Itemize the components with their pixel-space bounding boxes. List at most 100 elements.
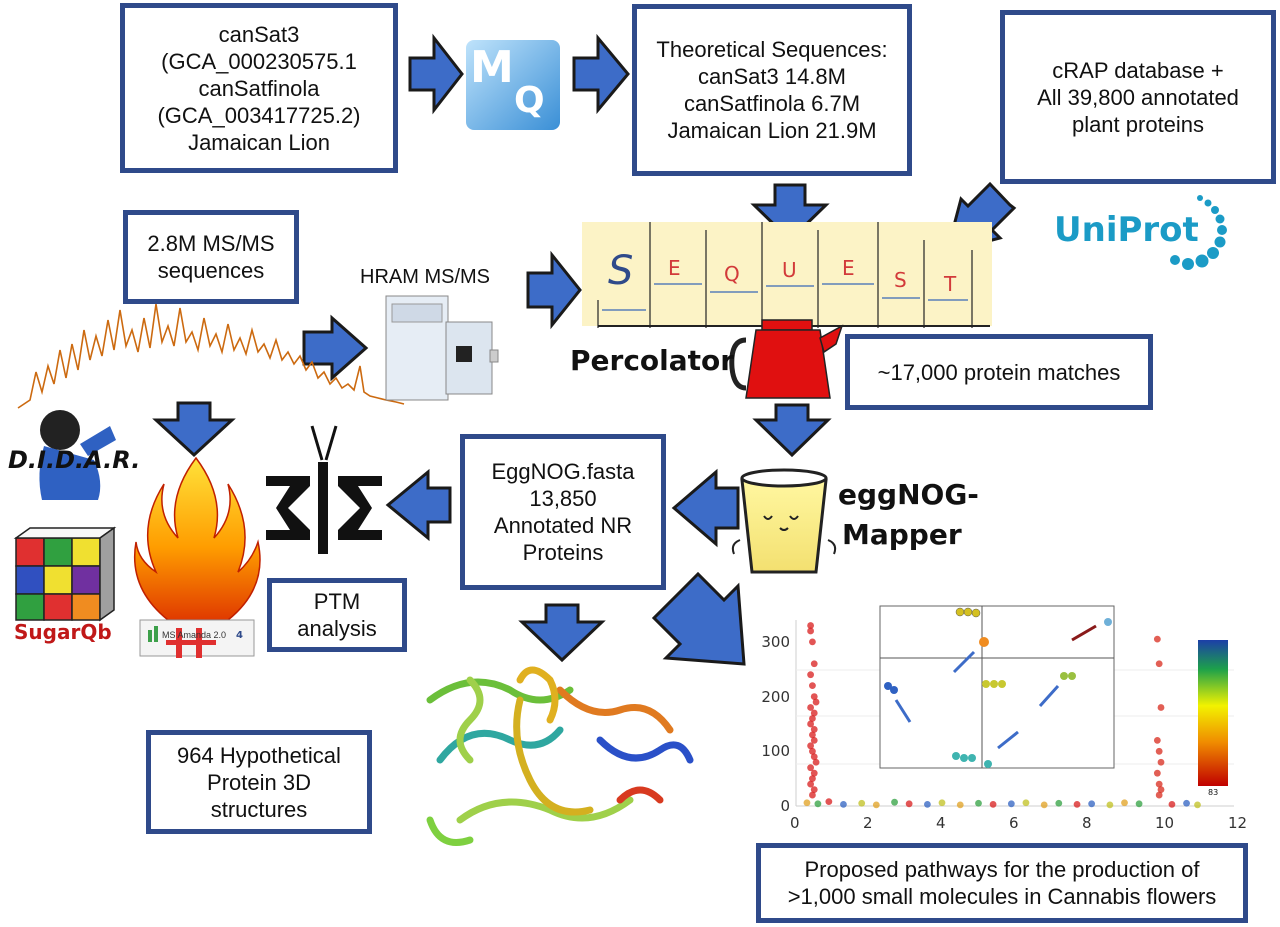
sequest-logo [582, 222, 992, 328]
x-tick-label: 4 [936, 814, 946, 832]
sequest-letter: T [944, 272, 957, 296]
sequest-letter: E [668, 256, 681, 280]
ms-amanda-logo [139, 619, 255, 658]
theoretical-line: Jamaican Lion 21.9M [667, 118, 877, 143]
x-tick-label: 2 [863, 814, 873, 832]
eggnog-line: 13,850 [529, 486, 597, 511]
scatter-point [1040, 801, 1048, 809]
uniprot-logo-text: UniProt [1054, 210, 1199, 250]
genome-line: canSatfinola [198, 75, 320, 101]
colorbar-label: 83 [1208, 788, 1219, 797]
eggnog-line: EggNOG.fasta [491, 459, 635, 484]
hypothetical-line: Protein 3D [207, 769, 311, 795]
arrow-spectrum-to-didar [152, 401, 236, 458]
eggnog-line: Annotated NR [493, 513, 633, 538]
scatter-point [924, 800, 931, 808]
sequest-letter: S [894, 268, 907, 292]
eggnog-mapper-label-2: Mapper [842, 518, 962, 551]
arrow-eggnog-to-ms [385, 468, 452, 542]
arrow-mq-to-theoretical [572, 33, 630, 115]
scatter-point [810, 736, 818, 744]
scatter-point [809, 638, 816, 646]
ptm-analysis-box: PTM analysis [267, 578, 407, 652]
scatter-point [825, 798, 833, 806]
arrow-spectrum-to-hram [302, 314, 369, 382]
scatter-point [1153, 736, 1161, 744]
arrow-percolator-down [752, 403, 832, 458]
scatter-point [1073, 800, 1081, 808]
scatter-point [807, 671, 814, 679]
genome-box: canSat3 (GCA_000230575.1 canSatfinola (G… [120, 3, 398, 173]
scatter-point [1135, 800, 1143, 808]
scatter-point [1155, 660, 1163, 668]
theoretical-line: canSat3 14.8M [698, 64, 846, 89]
pathways-line: >1,000 small molecules in Cannabis flowe… [787, 884, 1217, 909]
scatter-point [1153, 635, 1161, 643]
eggnog-mapper-label-1: eggNOG- [838, 478, 979, 511]
pathways-line: Proposed pathways for the production of [804, 857, 1200, 882]
maxquant-logo-m: M [470, 42, 514, 93]
scatter-point [858, 799, 866, 807]
sequest-letter: Q [724, 262, 740, 286]
proposed-pathways-box: Proposed pathways for the production of … [756, 843, 1248, 923]
scatter-points [803, 622, 1201, 809]
scatter-point [1022, 799, 1030, 807]
scatter-point [809, 775, 816, 783]
scatter-point [810, 769, 818, 777]
eggnog-cup [731, 468, 837, 574]
scatter-point [872, 801, 880, 809]
didar-figure [39, 410, 116, 500]
scatter-point [809, 791, 816, 799]
ms-spectrum-trace [17, 303, 405, 409]
ms-amanda-version: 4 [236, 630, 243, 641]
colorbar [1198, 640, 1228, 786]
crap-database-box: cRAP database + All 39,800 annotated pla… [1000, 10, 1276, 184]
scatter-point [812, 698, 820, 706]
scatter-point [814, 800, 822, 808]
didar-label: D.I.D.A.R. [8, 446, 141, 474]
scatter-point [1007, 800, 1015, 808]
scatter-point [1106, 801, 1114, 809]
scatter-point [1157, 704, 1165, 711]
msms-sequences-box: 2.8M MS/MS sequences [123, 210, 299, 304]
scatter-point [989, 800, 997, 808]
ms-amanda-label: MS Amanda 2.0 [162, 630, 227, 640]
arrow-eggnog-to-structure [518, 603, 606, 663]
scatter-point [1157, 786, 1165, 793]
scatter-point [1168, 800, 1176, 808]
sequest-letter: S [608, 248, 634, 294]
scatter-point [807, 780, 814, 788]
hypothetical-line: 964 Hypothetical [177, 742, 341, 768]
scatter-point [891, 798, 898, 806]
scatter-point [803, 799, 811, 807]
hypothetical-structures-box: 964 Hypothetical Protein 3D structures [146, 730, 372, 834]
scatter-point [812, 758, 820, 766]
crap-line: cRAP database + [1052, 57, 1224, 83]
sugarqb-label: SugarQb [14, 620, 112, 644]
theoretical-line: Theoretical Sequences: [656, 37, 888, 62]
y-tick-label: 200 [761, 687, 790, 706]
ptm-line: PTM [313, 589, 361, 614]
sequest-letter: E [842, 256, 855, 280]
x-tick-label: 12 [1228, 814, 1248, 832]
scatter-point [1155, 780, 1163, 788]
scatter-point [807, 764, 814, 772]
genome-line: Jamaican Lion [188, 129, 330, 155]
arrow-mapper-to-eggnog [671, 468, 740, 548]
scatter-inset [879, 605, 1115, 769]
maxquant-logo-q: Q [514, 80, 545, 121]
scatter-point [1055, 799, 1063, 807]
scatter-point [809, 731, 816, 739]
scatter-point [1155, 747, 1163, 755]
percolator-label: Percolator [570, 344, 735, 377]
scatter-point [975, 799, 982, 807]
y-tick-label: 300 [761, 632, 790, 651]
scatter-point [810, 753, 818, 761]
scatter-point [810, 786, 818, 793]
theoretical-line: canSatfinola 6.7M [683, 91, 861, 116]
protein-matches-box: ~17,000 protein matches [845, 334, 1153, 410]
y-tick-label: 100 [761, 742, 790, 761]
maxquant-logo [466, 40, 560, 130]
percolator-pot [729, 319, 844, 399]
scatter-point [956, 801, 964, 809]
